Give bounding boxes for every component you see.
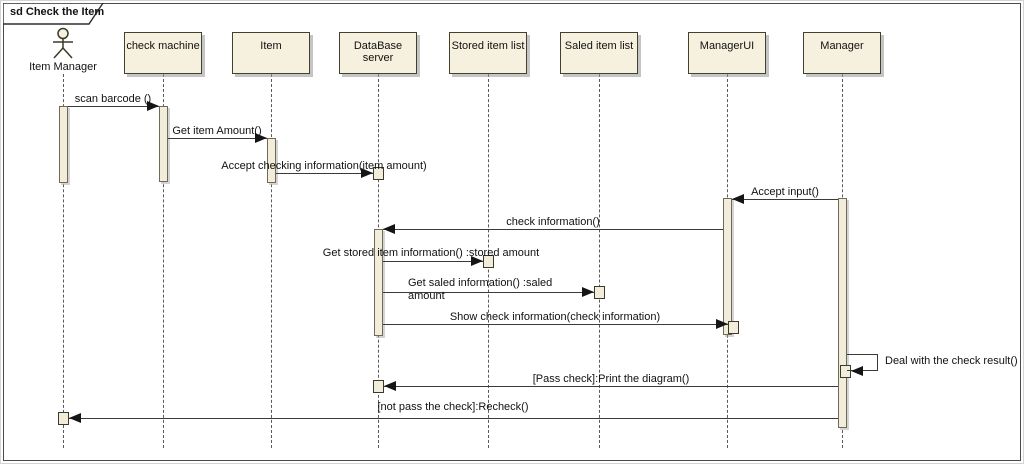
- activation-saled-item-list: [594, 286, 605, 299]
- message-label: [not pass the check]:Recheck(): [377, 401, 529, 413]
- diagram-title: sd Check the Item: [10, 6, 105, 18]
- lifeline-head-label: DataBase server: [353, 40, 403, 64]
- message-accept-checking-information[interactable]: [276, 173, 373, 174]
- arrowhead-icon: [255, 133, 267, 143]
- actor-icon[interactable]: [49, 27, 77, 60]
- activation-manager: [838, 198, 847, 428]
- message-label: Get stored item information() :stored am…: [322, 247, 540, 259]
- message-not-pass-recheck[interactable]: [69, 418, 838, 419]
- lifeline-head-stored-item-list[interactable]: Stored item list: [449, 32, 527, 74]
- arrowhead-icon: [471, 256, 483, 266]
- message-label: check information(): [506, 216, 600, 228]
- lifeline-saled-item-list: [599, 74, 600, 448]
- activation-database-print: [373, 380, 384, 393]
- lifeline-head-manager[interactable]: Manager: [803, 32, 881, 74]
- message-label: Get saled information() :saled amount: [408, 277, 553, 302]
- message-label: [Pass check]:Print the diagram(): [532, 373, 690, 385]
- message-label: Accept checking information(item amount): [221, 160, 427, 172]
- message-label: Get item Amount(): [172, 125, 262, 137]
- message-accept-input[interactable]: [732, 199, 838, 200]
- lifeline-head-check-machine[interactable]: check machine: [124, 32, 202, 74]
- lifeline-head-label: Saled item list: [564, 40, 634, 52]
- arrowhead-icon: [384, 381, 396, 391]
- lifeline-head-item[interactable]: Item: [232, 32, 310, 74]
- actor-label-item-manager: Item Manager: [29, 61, 97, 73]
- arrowhead-icon: [716, 319, 728, 329]
- lifeline-item: [271, 74, 272, 448]
- lifeline-head-label: check machine: [126, 40, 200, 52]
- arrowhead-icon: [69, 413, 81, 423]
- message-show-check-information[interactable]: [383, 324, 728, 325]
- lifeline-head-label: ManagerUI: [699, 40, 755, 52]
- lifeline-head-manager-ui[interactable]: ManagerUI: [688, 32, 766, 74]
- frame-title-pentagon: [3, 3, 104, 25]
- arrowhead-icon: [732, 194, 744, 204]
- lifeline-head-saled-item-list[interactable]: Saled item list: [560, 32, 638, 74]
- lifeline-head-label: Manager: [820, 40, 864, 52]
- activation-database-server: [374, 229, 383, 336]
- lifeline-head-database-server[interactable]: DataBase server: [339, 32, 417, 74]
- arrowhead-icon: [361, 168, 373, 178]
- message-pass-check-print-diagram[interactable]: [384, 386, 838, 387]
- message-get-item-amount[interactable]: [168, 138, 267, 139]
- activation-manager-ui-nested: [728, 321, 739, 334]
- arrowhead-icon: [147, 101, 159, 111]
- activation-stored-item-list: [483, 255, 494, 268]
- message-label: scan barcode (): [74, 93, 152, 105]
- message-scan-barcode[interactable]: [68, 106, 159, 107]
- message-get-stored-item-information[interactable]: [383, 261, 483, 262]
- message-label: Show check information(check information…: [449, 311, 661, 323]
- lifeline-item-manager: [63, 74, 64, 448]
- activation-database-accept-checking: [373, 167, 384, 180]
- activation-manager-ui: [723, 198, 732, 335]
- arrowhead-icon: [582, 287, 594, 297]
- message-label: Accept input(): [751, 186, 819, 198]
- activation-manager-nested: [840, 365, 851, 378]
- arrowhead-icon: [851, 366, 863, 376]
- lifeline-head-label: Stored item list: [451, 40, 525, 52]
- arrowhead-icon: [383, 224, 395, 234]
- lifeline-check-machine: [163, 74, 164, 448]
- message-check-information[interactable]: [383, 229, 723, 230]
- activation-check-machine: [159, 106, 168, 182]
- activation-item: [267, 138, 276, 183]
- message-label: Deal with the check result(): [885, 355, 1018, 367]
- message-get-saled-information[interactable]: [383, 292, 594, 293]
- activation-item-manager: [59, 106, 68, 183]
- lifeline-head-label: Item: [260, 40, 282, 52]
- activation-item-manager-recheck: [58, 412, 69, 425]
